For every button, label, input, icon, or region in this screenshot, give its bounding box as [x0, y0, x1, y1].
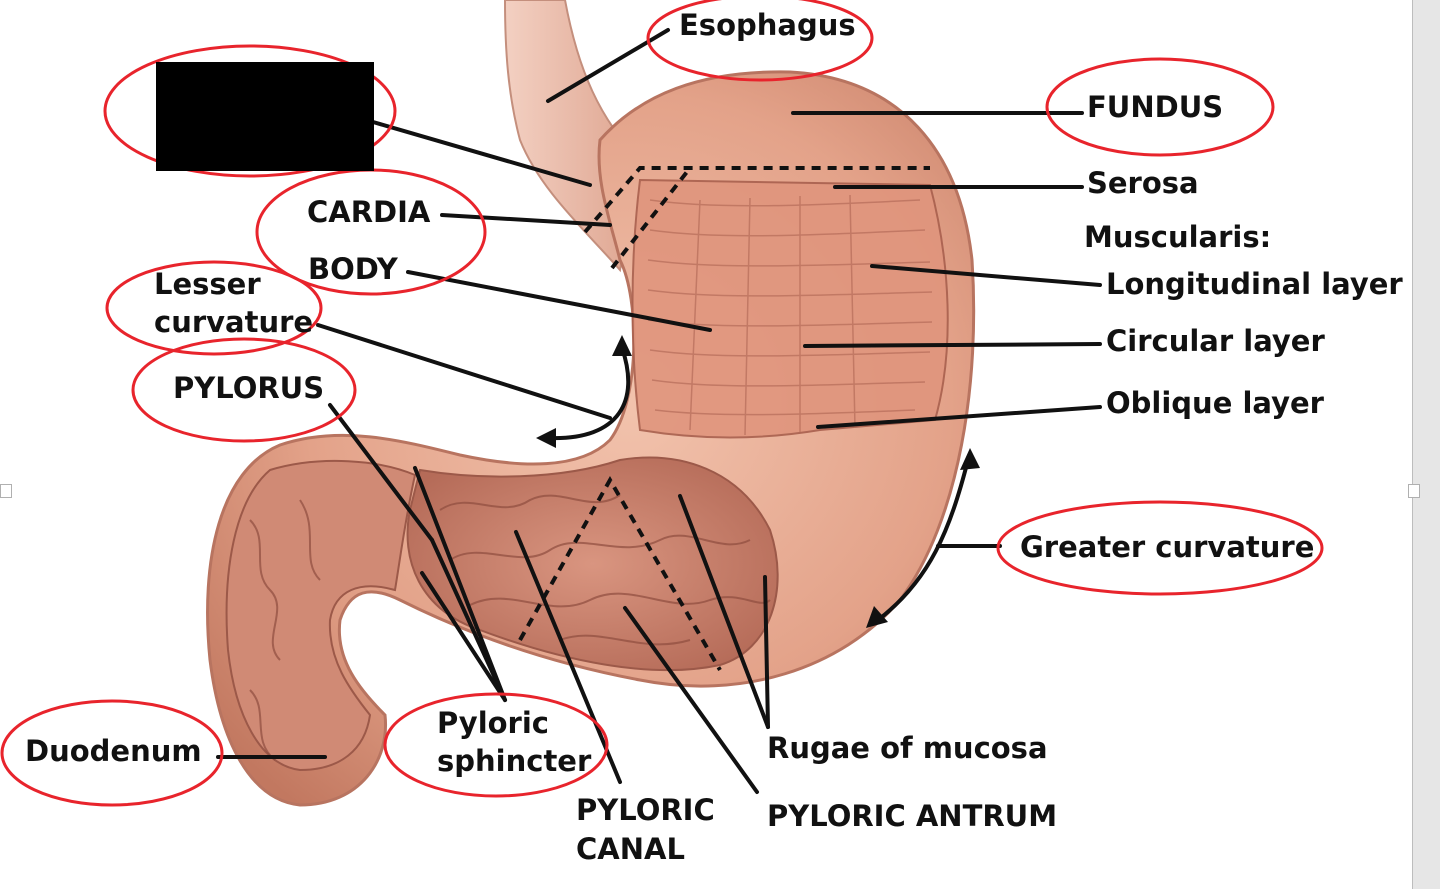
duodenum-interior: [225, 459, 417, 772]
resize-handle-left[interactable]: [0, 484, 12, 498]
label-circular-layer: Circular layer: [1106, 324, 1325, 358]
label-greater-curvature: Greater curvature: [1020, 530, 1315, 564]
label-serosa: Serosa: [1087, 166, 1199, 200]
label-lesser-curvature-2: curvature: [154, 305, 314, 339]
muscle-layers: [631, 178, 949, 439]
label-esophagus: Esophagus: [679, 8, 856, 42]
label-pylorus: PYLORUS: [173, 371, 325, 405]
label-lesser-curvature-1: Lesser: [154, 267, 261, 301]
label-fundus: FUNDUS: [1087, 90, 1224, 124]
redaction-box: [156, 62, 374, 171]
window-frame-right: [1412, 0, 1440, 889]
resize-handle-right[interactable]: [1408, 484, 1420, 498]
label-longitudinal-layer: Longitudinal layer: [1106, 267, 1403, 301]
label-duodenum: Duodenum: [25, 734, 202, 768]
label-pyloric-antrum: PYLORIC ANTRUM: [767, 799, 1058, 833]
label-muscularis: Muscularis:: [1084, 220, 1272, 254]
annotation-circles: [0, 0, 1324, 807]
leader-lines: [216, 28, 1102, 794]
label-pyloric-sphincter-1: Pyloric: [437, 706, 549, 740]
label-cardia: CARDIA: [307, 195, 431, 229]
label-rugae-of-mucosa: Rugae of mucosa: [767, 731, 1048, 765]
label-body: BODY: [308, 252, 398, 286]
label-oblique-layer: Oblique layer: [1106, 386, 1324, 420]
label-pyloric-canal-1: PYLORIC: [576, 793, 715, 827]
label-pyloric-canal-2: CANAL: [576, 832, 685, 866]
label-pyloric-sphincter-2: sphincter: [437, 744, 592, 778]
